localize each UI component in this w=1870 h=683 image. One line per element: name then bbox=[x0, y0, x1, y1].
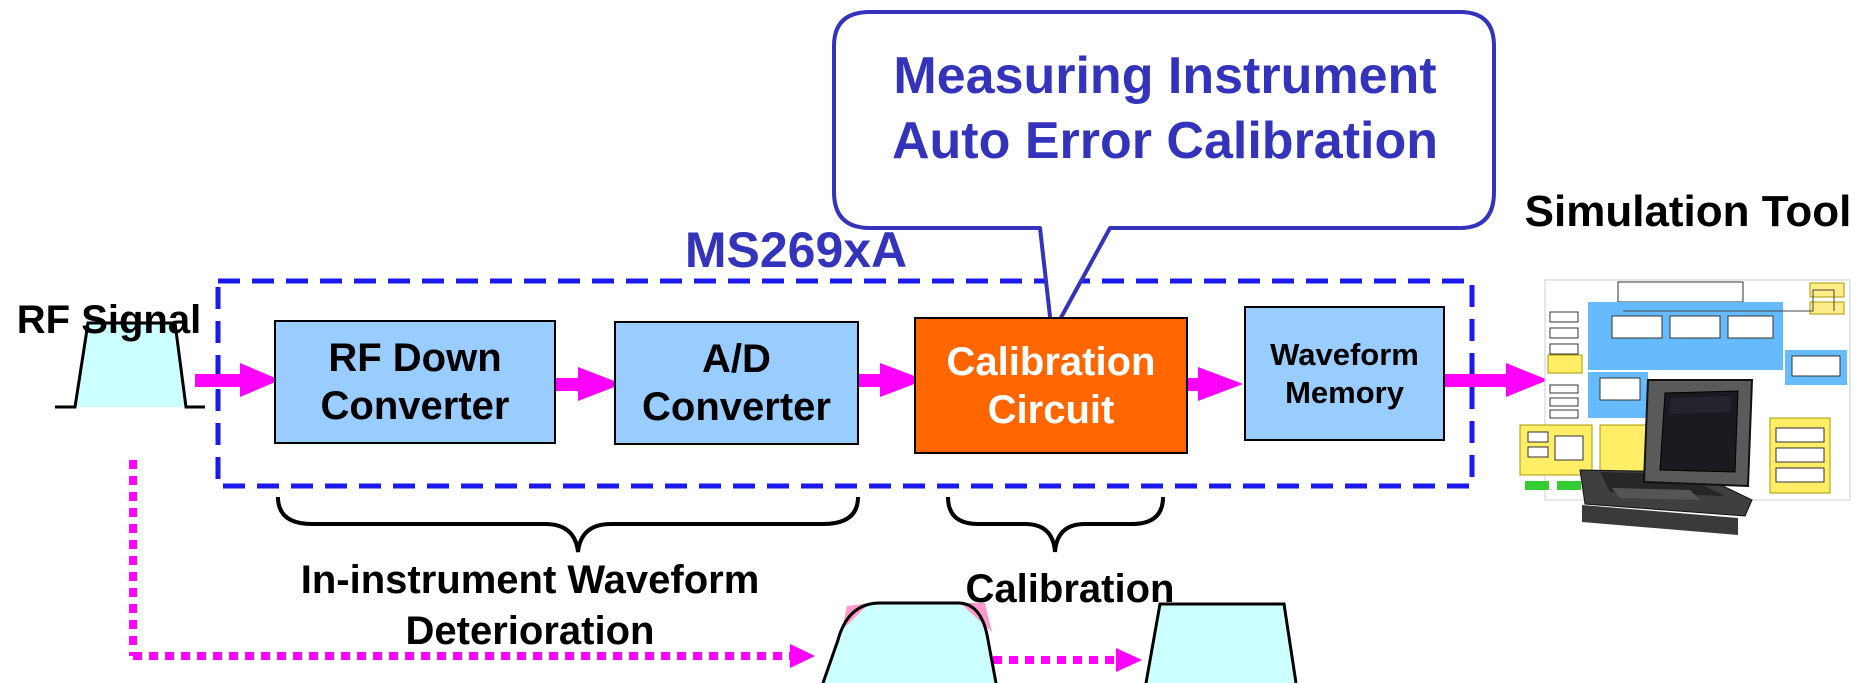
rf-down-converter-line-2: Converter bbox=[320, 384, 510, 428]
ad-converter-block: A/D Converter bbox=[614, 321, 859, 445]
deterioration-line-2: Deterioration bbox=[405, 609, 655, 654]
ad-converter-line-2: Converter bbox=[642, 385, 831, 429]
rf-signal-label: RF Signal bbox=[16, 298, 202, 342]
waveform-memory-line-1: Waveform bbox=[1270, 337, 1419, 373]
ad-converter-line-1: A/D bbox=[702, 337, 771, 381]
callout-text: Measuring Instrument Auto Error Calibrat… bbox=[840, 44, 1490, 174]
instrument-boundary bbox=[215, 278, 1475, 489]
rf-down-converter-line-1: RF Down bbox=[328, 336, 502, 380]
waveform-memory-block: Waveform Memory bbox=[1244, 306, 1445, 441]
waveform-memory-line-2: Memory bbox=[1285, 374, 1404, 410]
simulation-tool-picture bbox=[1519, 279, 1851, 535]
rf-input-pulse bbox=[55, 321, 205, 409]
instrument-title: MS269xA bbox=[684, 222, 908, 278]
deterioration-brace bbox=[276, 496, 860, 553]
dotted-paths bbox=[129, 460, 1142, 672]
simulation-tool-label: Simulation Tool bbox=[1524, 187, 1852, 236]
calibration-circuit-block: Calibration Circuit bbox=[914, 317, 1188, 454]
rf-down-converter-block: RF Down Converter bbox=[274, 320, 556, 444]
deteriorated-waveform bbox=[821, 601, 998, 683]
calibration-brace bbox=[946, 496, 1165, 553]
callout-line-1: Measuring Instrument bbox=[893, 47, 1437, 105]
callout-line-2: Auto Error Calibration bbox=[891, 112, 1439, 170]
calibration-circuit-line-2: Circuit bbox=[987, 387, 1115, 432]
calibration-circuit-line-1: Calibration bbox=[946, 339, 1156, 384]
deterioration-label: In-instrument Waveform Deterioration bbox=[250, 555, 810, 657]
deterioration-line-1: In-instrument Waveform bbox=[300, 558, 760, 602]
calibration-label: Calibration bbox=[965, 567, 1175, 611]
calibrated-waveform bbox=[1144, 602, 1298, 683]
